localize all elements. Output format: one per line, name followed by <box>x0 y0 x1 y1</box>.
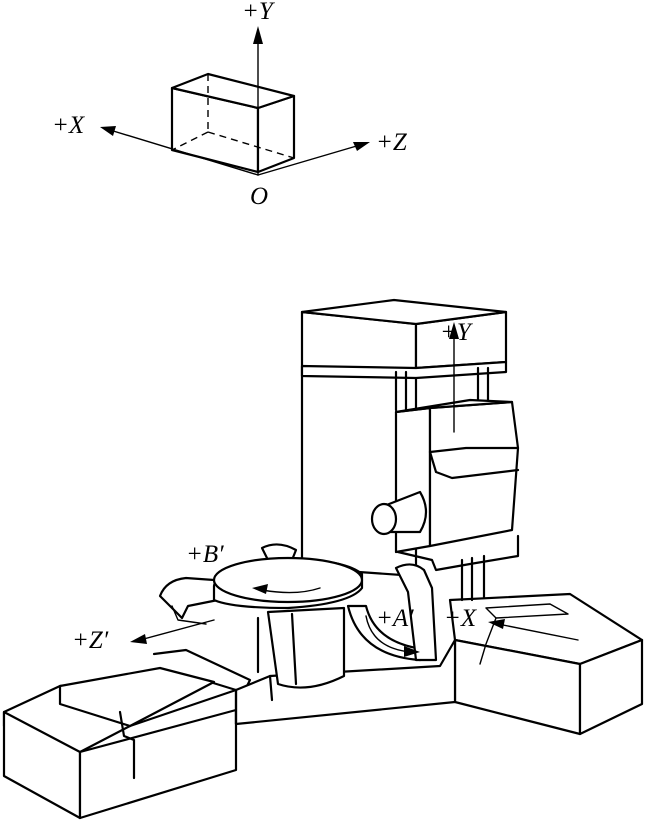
b-prime-rotation-arrow <box>252 584 321 594</box>
machine-y-label: +Y <box>440 319 474 346</box>
y-axis-label: +Y <box>242 0 276 25</box>
machine-z-prime-label: +Z′ <box>72 627 109 654</box>
rotary-table-pedestal <box>256 606 346 689</box>
spindle-nose <box>370 490 428 536</box>
z-axis-arrow <box>257 142 370 176</box>
z-axis-label: +Z <box>376 129 408 156</box>
y-axis-arrow <box>253 26 263 176</box>
a-prime-rotation-arrow <box>365 615 420 657</box>
machine-x-axis-arrow <box>488 619 579 641</box>
machine-y-axis-arrow <box>449 322 459 433</box>
origin-label: O <box>250 183 268 210</box>
machine-a-prime-label: +A′ <box>376 605 414 632</box>
right-base <box>448 592 644 736</box>
tilting-cradle <box>158 543 438 662</box>
x-axis-arrow <box>100 126 259 176</box>
spindle-head <box>394 398 520 572</box>
x-axis-label: +X <box>52 112 86 139</box>
coordinate-system-diagram: +Y +X +Z O <box>52 0 408 210</box>
rotary-table <box>212 556 364 610</box>
machine-tool-drawing: +Y <box>2 298 644 820</box>
machine-b-prime-label: +B′ <box>186 541 224 568</box>
z-prime-axis-arrow <box>130 619 215 644</box>
machine-x-label: +X <box>444 605 478 632</box>
workpiece-box <box>170 72 296 174</box>
left-base <box>2 648 252 820</box>
center-body <box>234 638 457 726</box>
